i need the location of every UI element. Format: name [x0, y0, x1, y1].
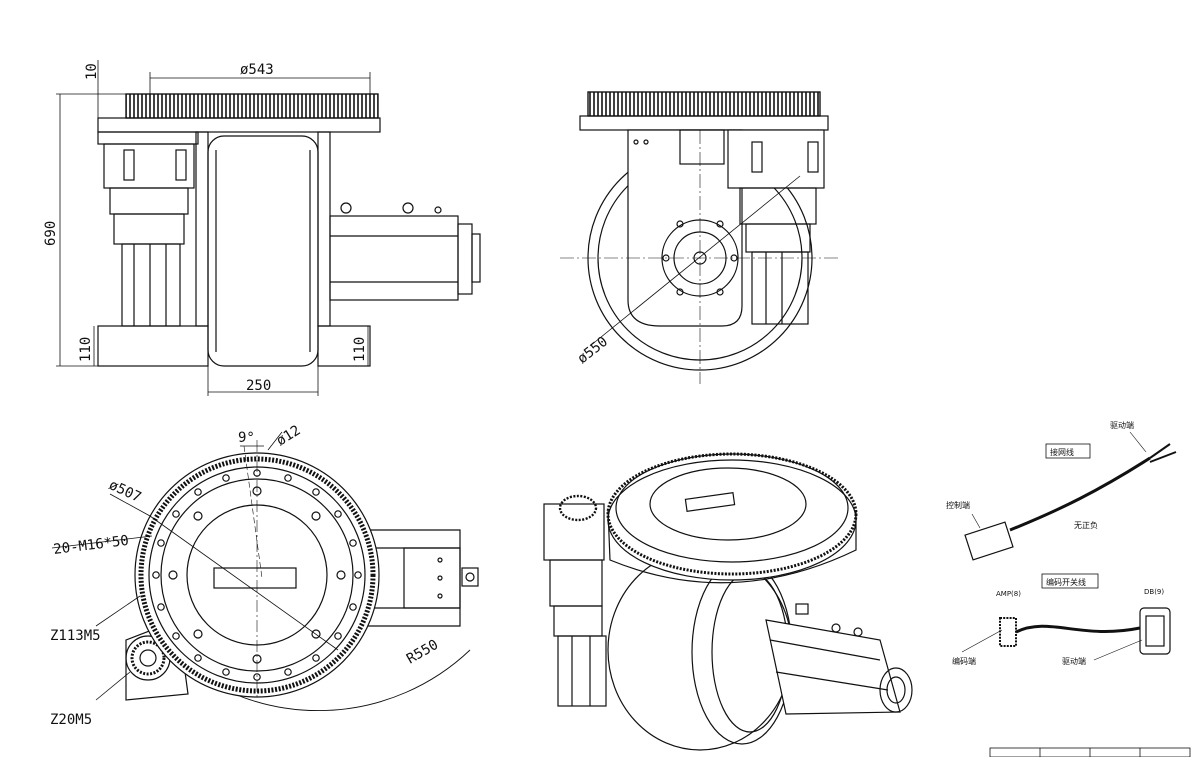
top-view: 9° ø12 ø507 20-M16*50 Z113M5 Z20M5 R550 [50, 422, 479, 728]
front-base-left [97, 325, 209, 367]
dim-9deg: 9° [238, 430, 255, 446]
cable1-end-a: 驱动端 [1110, 420, 1134, 430]
cable2-end-right: 驱动端 [1062, 656, 1086, 666]
iso-drive-motor [765, 619, 901, 715]
cable1-end-b: 控制端 [946, 500, 970, 510]
cable2-wire [1015, 624, 1141, 634]
front-motor [121, 243, 181, 327]
isometric-view [543, 452, 913, 751]
cable2-title-box [1041, 573, 1099, 589]
cable1-title: 接网线 [1050, 447, 1074, 457]
front-ring-gear [125, 93, 379, 119]
cable1-wire [1009, 456, 1151, 532]
wiring-diagrams: 接网线 驱动端 控制端 无正负 编码开关线 AMP(8) DB(9) 编码端 驱… [946, 420, 1177, 666]
dim-hole-12: ø12 [274, 422, 304, 449]
dim-543: ø543 [240, 62, 274, 78]
dim-250: 250 [246, 378, 271, 394]
dim-z113: Z113M5 [50, 628, 101, 644]
cable2-left-connector [999, 617, 1017, 647]
iso-wheel [607, 549, 793, 751]
top-slot [213, 567, 297, 589]
dim-550: ø550 [575, 334, 611, 367]
cable1-connector [964, 521, 1014, 561]
cable2-left-conn: AMP(8) [996, 590, 1021, 598]
cable2-right-conn: DB(9) [1144, 588, 1164, 596]
cable2-right-connector [1139, 607, 1171, 655]
front-mount-plate [97, 117, 381, 133]
front-base-right [317, 325, 371, 367]
front-gearbox-top [97, 131, 199, 145]
dim-bolts: 20-M16*50 [53, 533, 130, 558]
side-view: ø550 [560, 91, 840, 384]
front-view: ø543 10 690 110 110 250 [43, 60, 481, 396]
side-mount-plate [579, 115, 829, 131]
dim-110-right: 110 [352, 337, 368, 362]
cable1-title-box [1045, 443, 1091, 459]
dim-507: ø507 [106, 477, 143, 506]
front-wheel [207, 135, 319, 367]
dim-10: 10 [84, 63, 100, 80]
cable1-note: 无正负 [1074, 520, 1098, 530]
title-block [989, 747, 1191, 757]
dim-110-left: 110 [78, 337, 94, 362]
front-drive-motor [329, 215, 459, 301]
dim-z20: Z20M5 [50, 712, 92, 728]
side-motor [751, 251, 809, 325]
dim-r550: R550 [404, 637, 441, 668]
side-gearbox [727, 129, 825, 189]
dim-690: 690 [43, 221, 59, 246]
cable2-title: 编码开关线 [1046, 577, 1086, 587]
side-ring-gear [587, 91, 821, 117]
cable2-end-left: 编码端 [952, 656, 976, 666]
iso-motor [557, 635, 607, 707]
